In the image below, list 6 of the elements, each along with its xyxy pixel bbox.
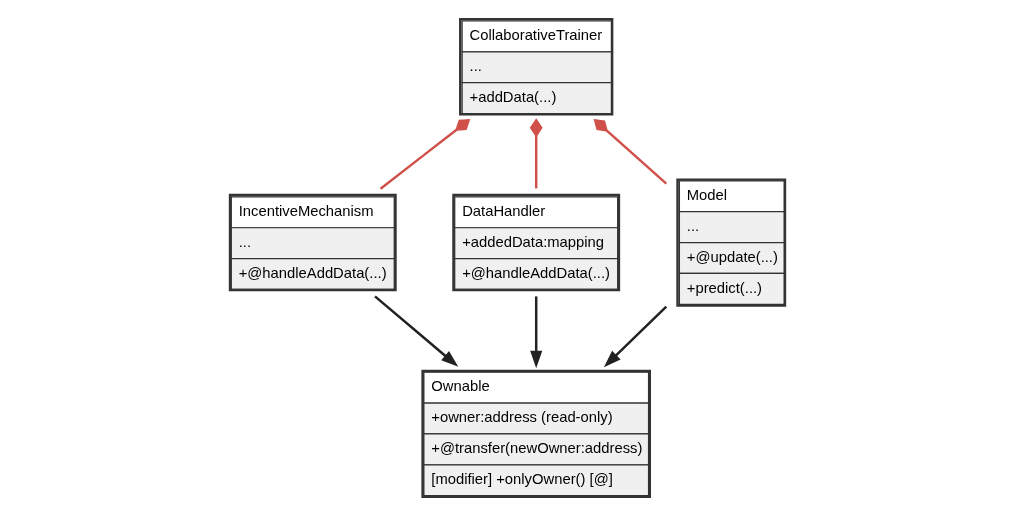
connector: [529, 118, 543, 189]
arrow: [603, 305, 668, 368]
connector: [379, 119, 471, 190]
arrow: [530, 296, 543, 369]
connector: [593, 118, 668, 185]
arrow: [374, 295, 459, 367]
